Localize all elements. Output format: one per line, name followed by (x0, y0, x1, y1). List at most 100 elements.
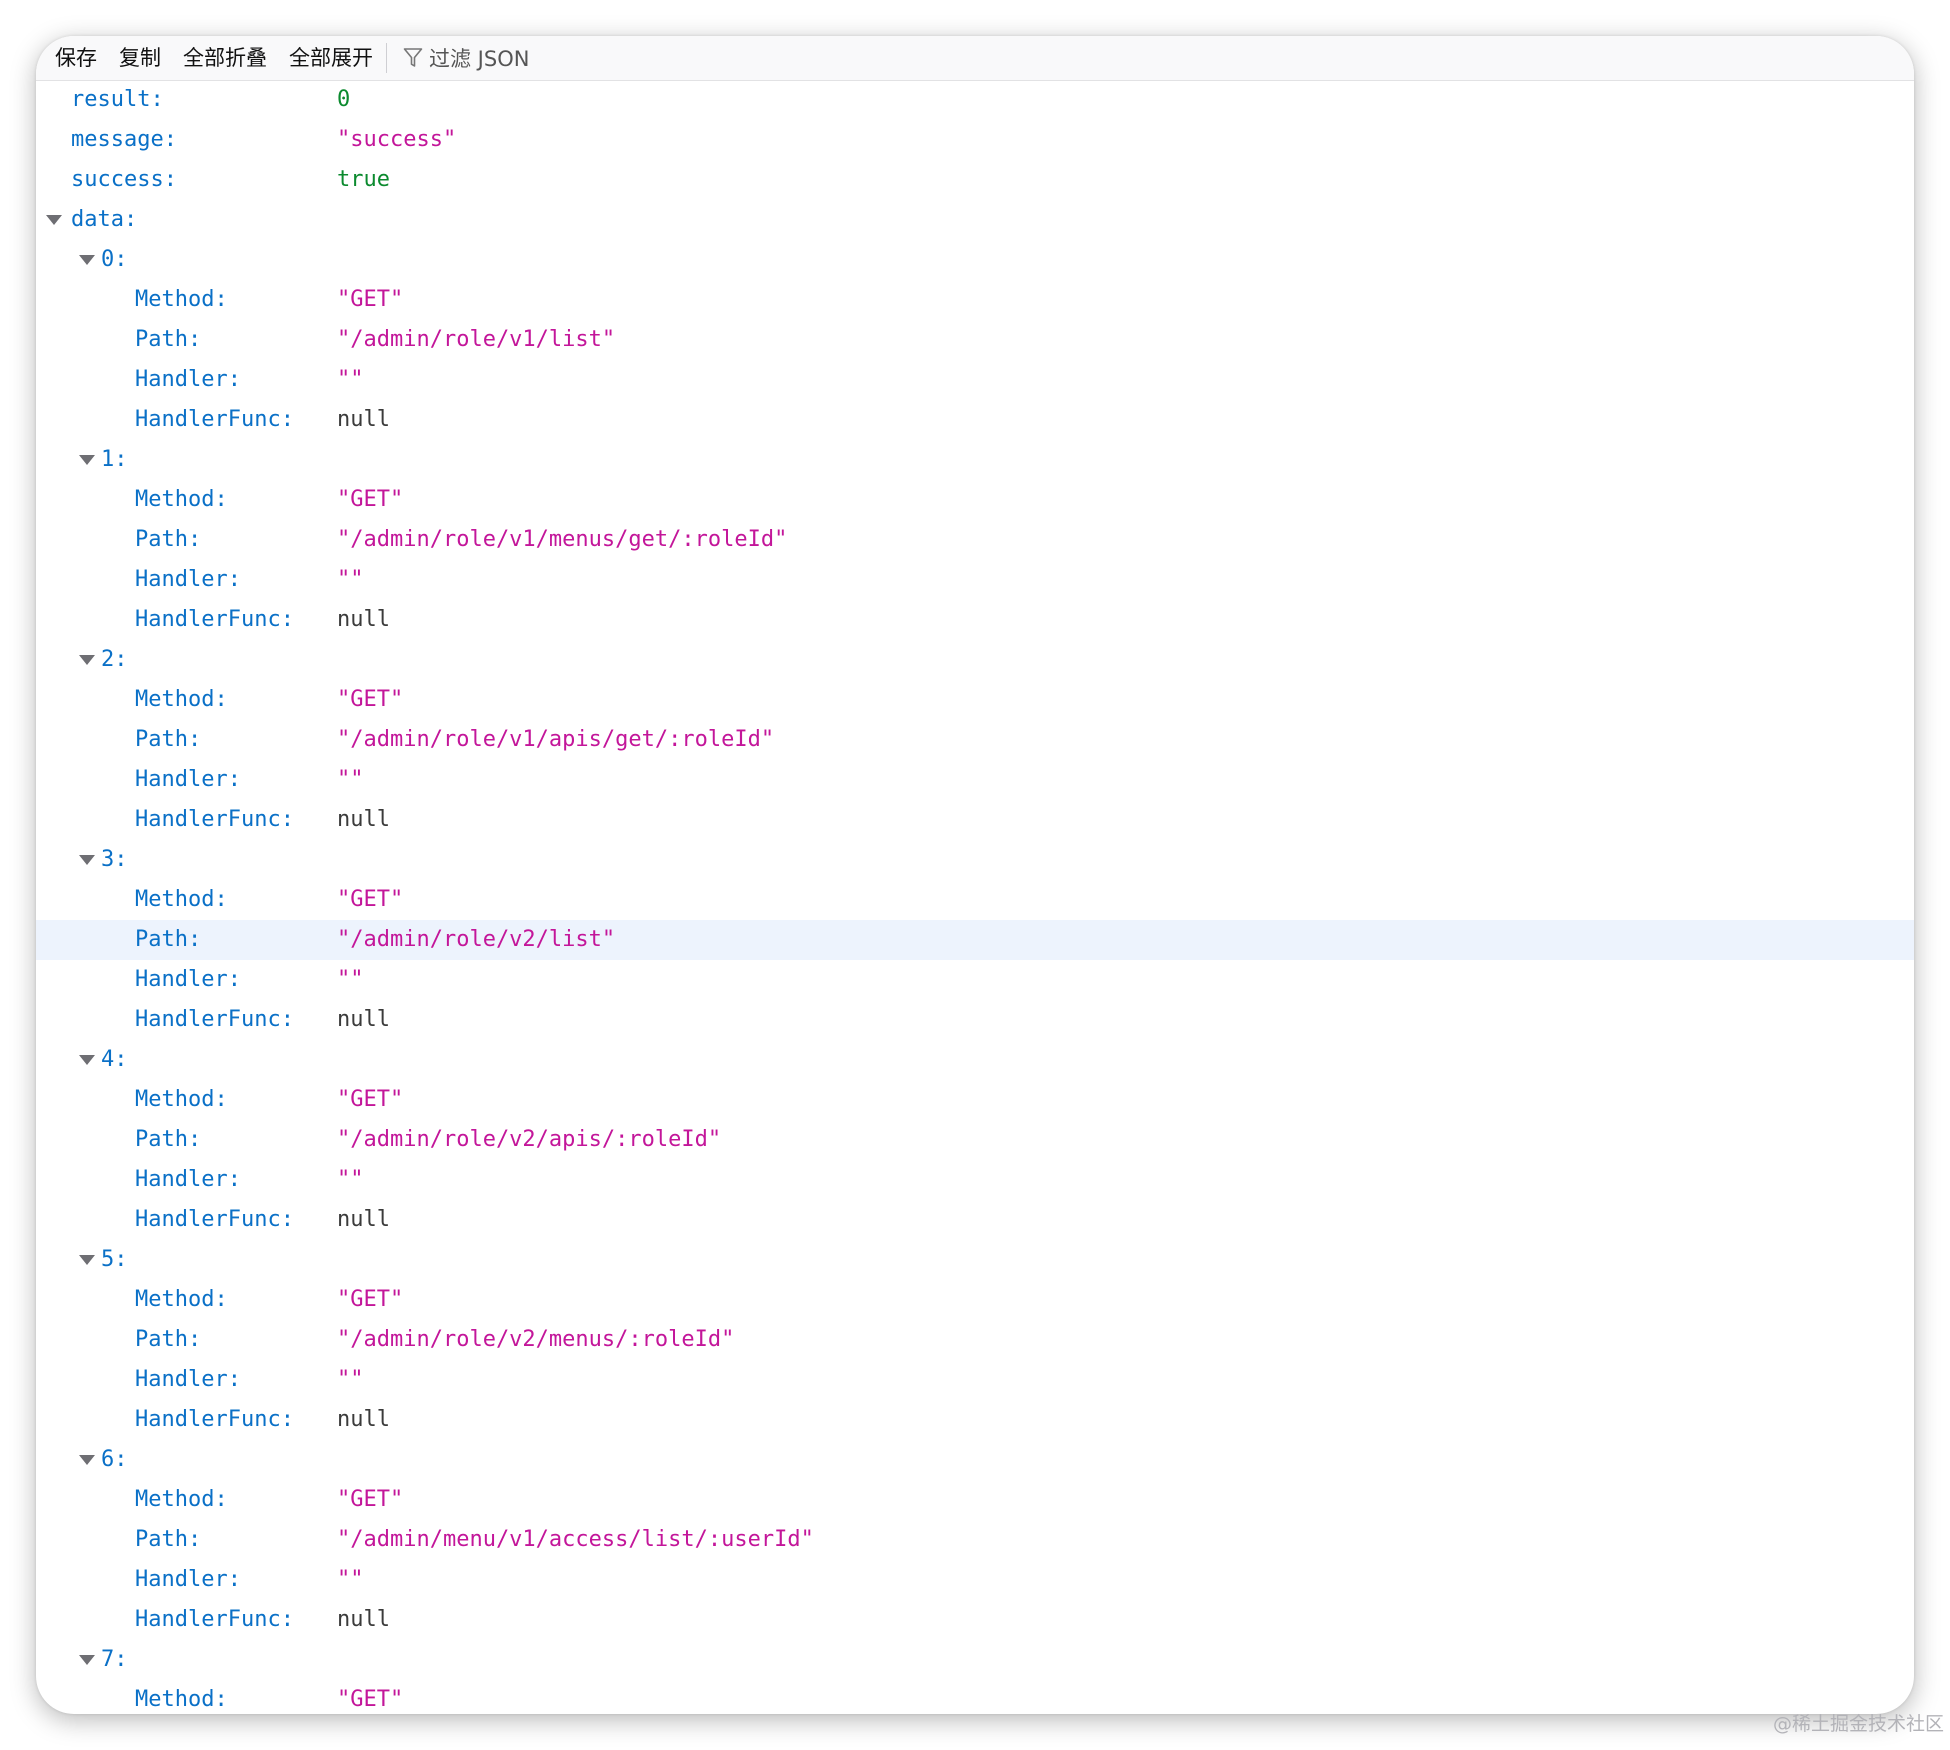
json-value: "success" (337, 127, 457, 152)
json-row-field[interactable]: Handler: "" (36, 360, 1914, 400)
collapse-toggle-icon[interactable] (46, 215, 62, 225)
json-row-data-item[interactable]: 7: (36, 1640, 1914, 1680)
json-row-field[interactable]: Path:"/admin/role/v1/list" (36, 320, 1914, 360)
json-value: null (337, 1007, 390, 1032)
collapse-toggle-icon[interactable] (79, 855, 95, 865)
json-row-data-item[interactable]: 1: (36, 440, 1914, 480)
json-row-field[interactable]: HandlerFunc:null (36, 600, 1914, 640)
json-key: 5: (101, 1247, 128, 1272)
json-row-field[interactable]: Handler:"" (36, 1560, 1914, 1600)
json-row-result[interactable]: result:0 (36, 80, 1914, 120)
json-value: true (337, 167, 390, 192)
json-row-field[interactable]: Method:"GET" (36, 280, 1914, 320)
json-row-field[interactable]: Method:"GET" (36, 1280, 1914, 1320)
json-value: null (337, 1207, 390, 1232)
json-row-message[interactable]: message:"success" (36, 120, 1914, 160)
json-value: "GET" (337, 887, 404, 912)
json-row-field[interactable]: HandlerFunc: null (36, 800, 1914, 840)
json-key: 7: (101, 1647, 128, 1672)
json-row-field[interactable]: Method: "GET" (36, 1480, 1914, 1520)
json-value: "GET" (337, 1487, 404, 1512)
json-row-field[interactable]: Path:"/admin/menu/v1/access/list/:userId… (36, 1520, 1914, 1560)
funnel-icon (403, 48, 423, 67)
collapse-toggle-icon[interactable] (79, 1455, 95, 1465)
collapse-toggle-icon[interactable] (79, 1255, 95, 1265)
json-row-data-item[interactable]: 6: (36, 1440, 1914, 1480)
collapse-toggle-icon[interactable] (79, 455, 95, 465)
json-value: "/admin/role/v2/list" (337, 927, 616, 952)
json-value: "/admin/role/v1/list" (337, 327, 616, 352)
json-value: "/admin/role/v1/apis/get/:roleId" (337, 727, 775, 752)
expand-all-button[interactable]: 全部展开 (289, 46, 373, 70)
json-value: null (337, 1407, 390, 1432)
toolbar: 保存 复制 全部折叠 全部展开 过滤 JSON (36, 36, 1914, 81)
json-row-field[interactable]: HandlerFunc:null (36, 400, 1914, 440)
json-value: "GET" (337, 1087, 404, 1112)
json-row-field[interactable]: HandlerFunc: null (36, 1400, 1914, 1440)
json-row-field[interactable]: Handler:"" (36, 560, 1914, 600)
filter-json-input[interactable]: 过滤 JSON (393, 36, 537, 80)
json-key: Path: (135, 1127, 202, 1152)
watermark: @稀土掘金技术社区 (1772, 1713, 1944, 1735)
json-key: 3: (101, 847, 128, 872)
json-value: null (337, 807, 390, 832)
json-row-data-item[interactable]: 5: (36, 1240, 1914, 1280)
json-value: 0 (337, 87, 351, 112)
json-key: Handler: (135, 1567, 241, 1592)
json-row-field[interactable]: Path: "/admin/role/v2/list" (36, 920, 1914, 960)
json-row-field[interactable]: Method:"GET" (36, 480, 1914, 520)
json-row-success[interactable]: success:true (36, 160, 1914, 200)
json-row-data-item[interactable]: 2: (36, 640, 1914, 680)
json-row-data-item[interactable]: 4: (36, 1040, 1914, 1080)
save-button[interactable]: 保存 (55, 46, 97, 70)
json-row-field[interactable]: HandlerFunc:null (36, 1200, 1914, 1240)
json-key: Handler: (135, 567, 241, 592)
json-key: Method: (135, 1487, 228, 1512)
toolbar-divider (386, 43, 387, 73)
collapse-toggle-icon[interactable] (79, 1655, 95, 1665)
copy-button[interactable]: 复制 (119, 46, 161, 70)
json-key: Handler: (135, 1367, 241, 1392)
json-value: "" (337, 1167, 364, 1192)
json-key: 4: (101, 1047, 128, 1072)
json-row-data[interactable]: data: (36, 200, 1914, 240)
json-value: "/admin/role/v2/apis/:roleId" (337, 1127, 722, 1152)
json-key: Handler: (135, 1167, 241, 1192)
json-value: "GET" (337, 687, 404, 712)
json-row-field[interactable]: Handler:"" (36, 960, 1914, 1000)
collapse-toggle-icon[interactable] (79, 1055, 95, 1065)
json-key: HandlerFunc: (135, 1407, 294, 1432)
json-key: HandlerFunc: (135, 1607, 294, 1632)
json-value: "GET" (337, 1287, 404, 1312)
json-row-field[interactable]: Method:"GET" (36, 1680, 1914, 1714)
json-row-field[interactable]: HandlerFunc:null (36, 1000, 1914, 1040)
json-key: Method: (135, 887, 228, 912)
json-row-field[interactable]: Handler:"" (36, 1360, 1914, 1400)
json-row-field[interactable]: Path:"/admin/role/v1/menus/get/:roleId" (36, 520, 1914, 560)
json-key: Path: (135, 927, 202, 952)
collapse-toggle-icon[interactable] (79, 655, 95, 665)
json-value: null (337, 607, 390, 632)
json-row-field[interactable]: Path:"/admin/role/v1/apis/get/:roleId" (36, 720, 1914, 760)
json-row-data-item[interactable]: 0: (36, 240, 1914, 280)
json-key: Handler: (135, 367, 241, 392)
json-value: "/admin/role/v1/menus/get/:roleId" (337, 527, 788, 552)
collapse-toggle-icon[interactable] (79, 255, 95, 265)
collapse-all-button[interactable]: 全部折叠 (183, 46, 267, 70)
json-row-field[interactable]: Method:"GET" (36, 1080, 1914, 1120)
json-row-field[interactable]: Handler: "" (36, 1160, 1914, 1200)
json-key: HandlerFunc: (135, 807, 294, 832)
json-row-field[interactable]: Path:"/admin/role/v2/menus/:roleId" (36, 1320, 1914, 1360)
json-row-data-item[interactable]: 3: (36, 840, 1914, 880)
json-value: "/admin/role/v2/menus/:roleId" (337, 1327, 735, 1352)
json-value: "" (337, 367, 364, 392)
json-key: Handler: (135, 967, 241, 992)
json-row-field[interactable]: Path: "/admin/role/v2/apis/:roleId" (36, 1120, 1914, 1160)
json-row-field[interactable]: Method: "GET" (36, 880, 1914, 920)
json-row-field[interactable]: Handler:"" (36, 760, 1914, 800)
json-key: 1: (101, 447, 128, 472)
json-row-field[interactable]: HandlerFunc:null (36, 1600, 1914, 1640)
json-row-field[interactable]: Method:"GET" (36, 680, 1914, 720)
json-value: "/admin/menu/v1/access/list/:userId" (337, 1527, 814, 1552)
